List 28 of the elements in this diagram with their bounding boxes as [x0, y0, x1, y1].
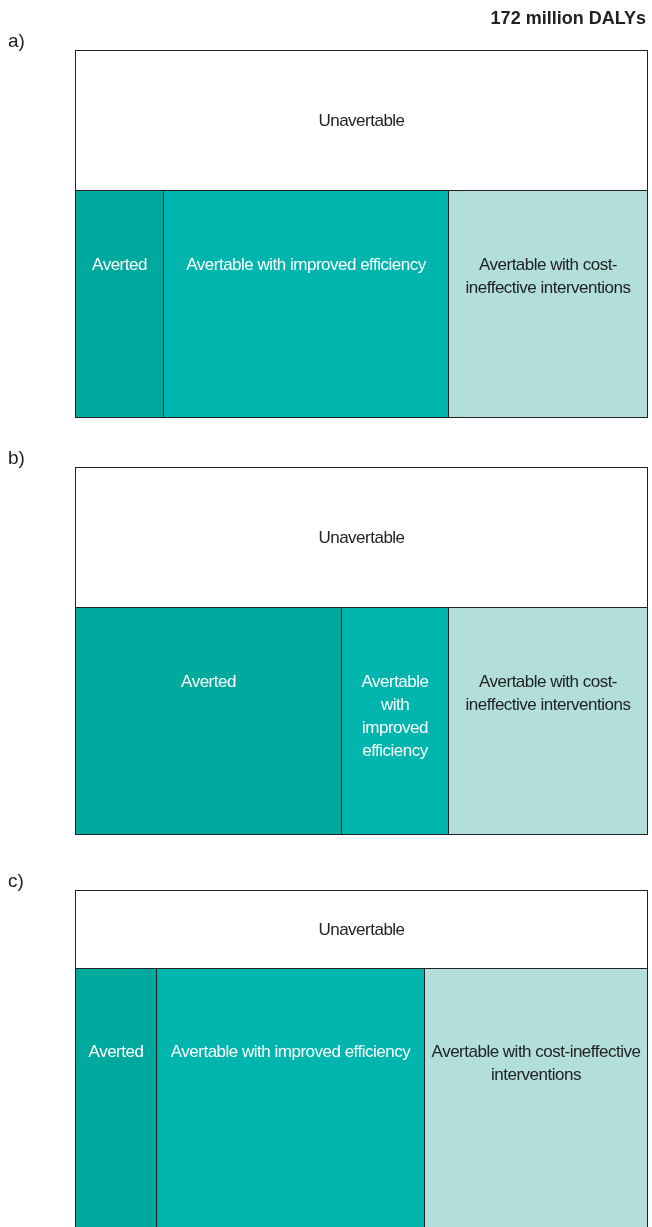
area-label: Avertable with cost-ineffective interventions	[464, 254, 632, 299]
panel-letter: a)	[8, 30, 25, 52]
area-label: Unavertable	[317, 527, 406, 549]
panel-letter: c)	[8, 870, 24, 892]
area-label: Avertable with cost-ineffective interventions	[464, 671, 632, 716]
cost-ineffective-area	[448, 607, 648, 835]
area-label: Averted	[180, 671, 237, 693]
efficiency-area	[156, 968, 425, 1227]
averted-area	[75, 607, 342, 835]
efficiency-area	[341, 607, 449, 835]
area-label: Avertable with improved efficiency	[360, 671, 430, 762]
unavertable-area	[75, 467, 648, 608]
averted-area	[75, 968, 157, 1227]
area-label: Averted	[87, 1041, 145, 1063]
unavertable-area	[75, 50, 648, 191]
total-label: 172 million DALYs	[490, 8, 646, 29]
cost-ineffective-area	[448, 190, 648, 418]
area-label: Avertable with cost-ineffective interventions	[430, 1041, 642, 1086]
area-label: Avertable with improved efficiency	[185, 254, 427, 276]
averted-area	[75, 190, 164, 418]
panel-letter: b)	[8, 447, 25, 469]
area-label: Unavertable	[317, 919, 406, 941]
cost-ineffective-area	[424, 968, 648, 1227]
area-label: Averted	[91, 254, 148, 276]
area-label: Avertable with improved efficiency	[169, 1041, 412, 1063]
unavertable-area	[75, 890, 648, 969]
efficiency-area	[163, 190, 449, 418]
area-label: Unavertable	[317, 110, 406, 132]
